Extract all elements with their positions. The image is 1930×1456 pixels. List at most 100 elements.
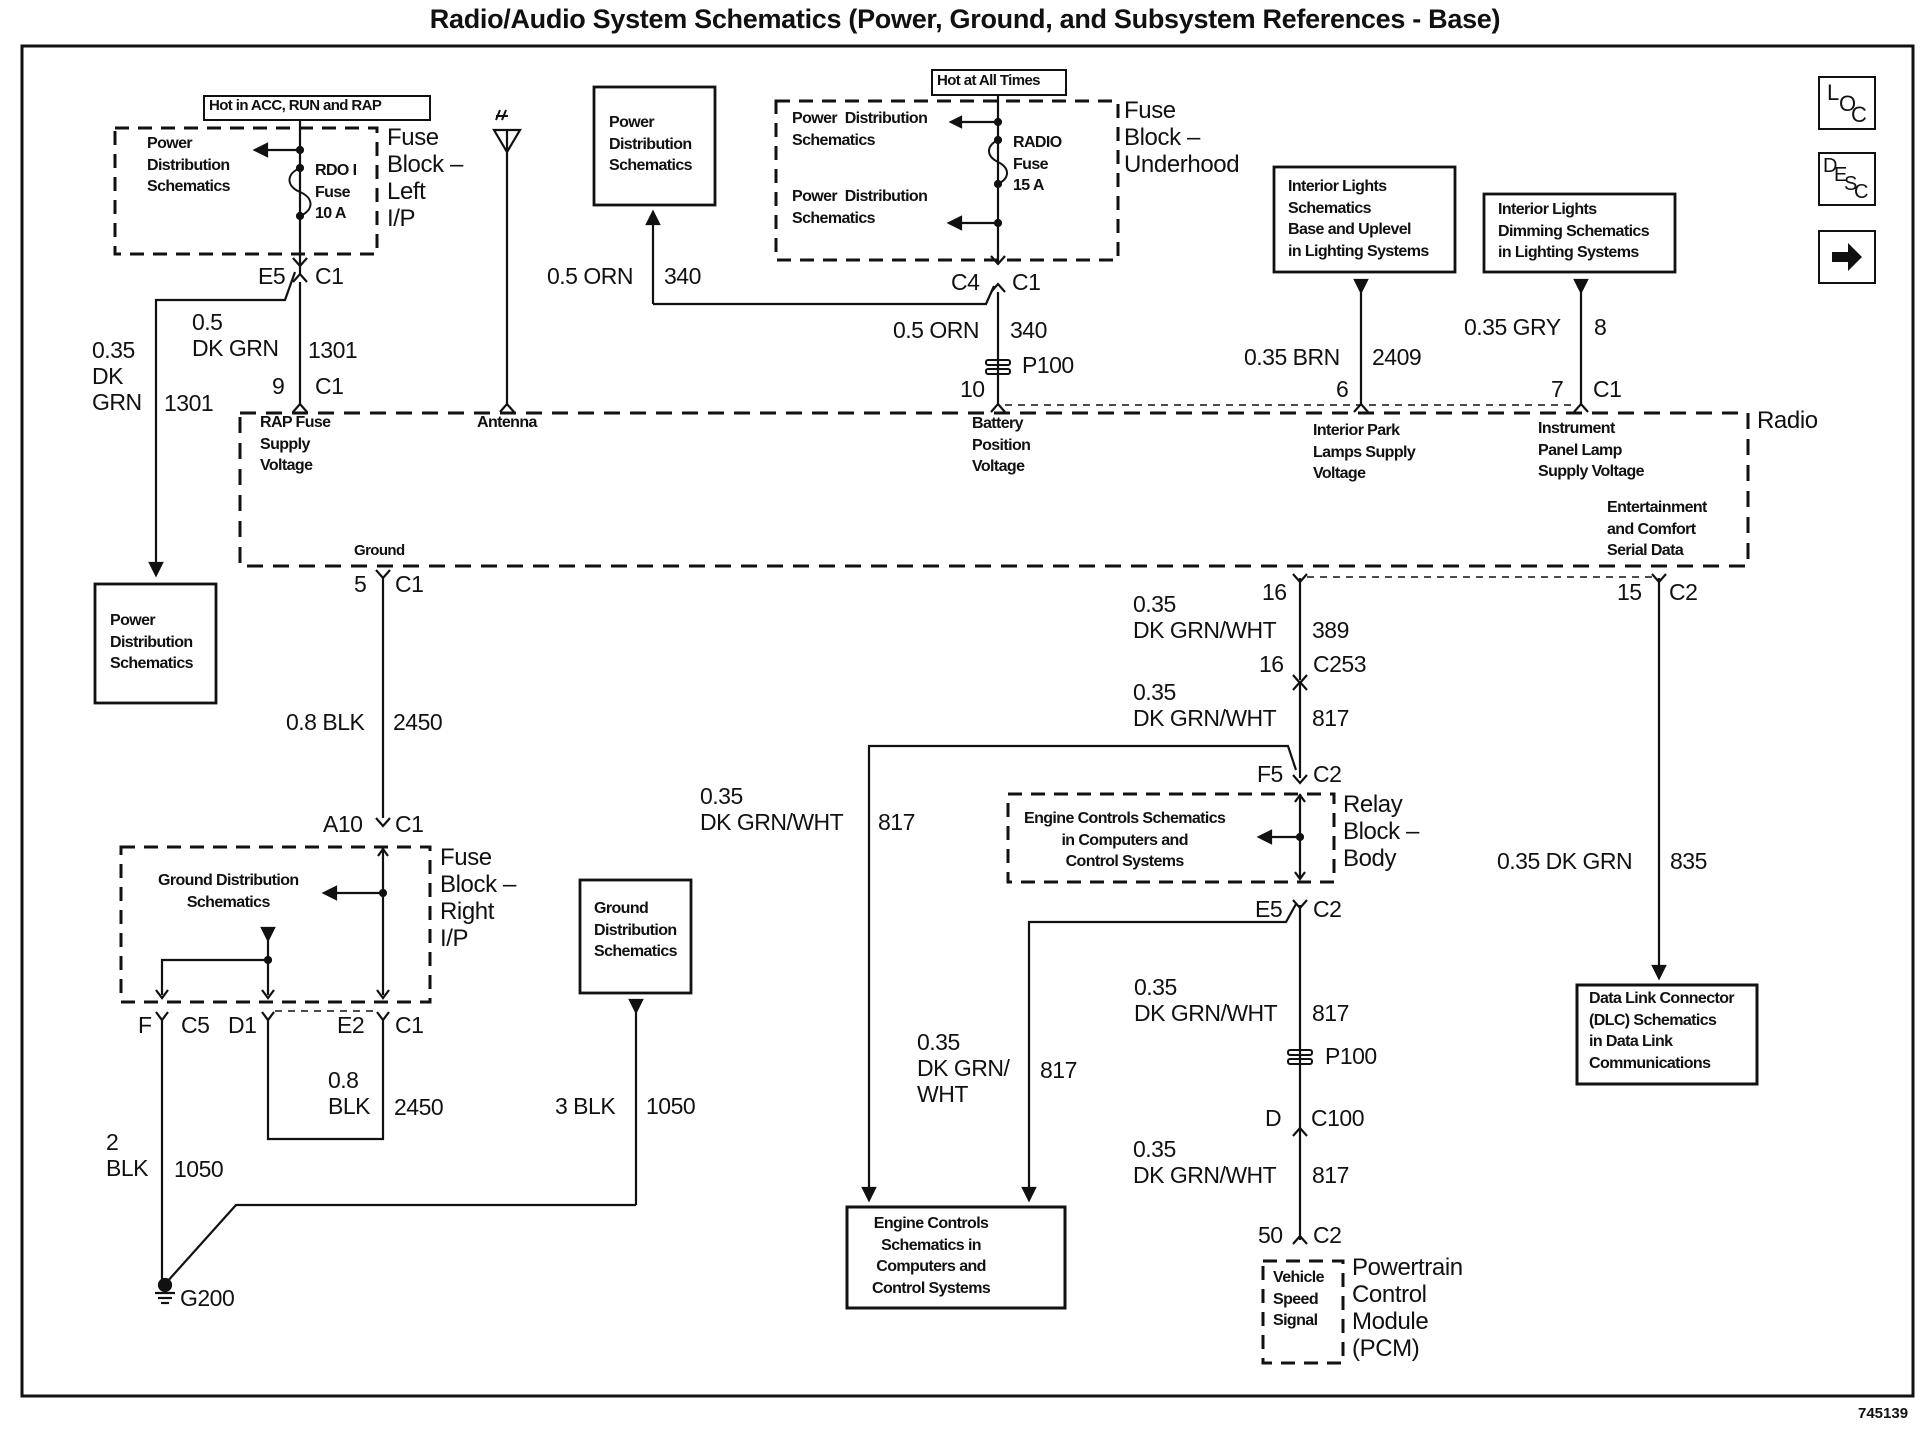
fuse-right-input-conn: C1 bbox=[395, 811, 424, 837]
wire-817-c-circuit: 817 bbox=[1040, 1057, 1077, 1083]
wire-2450-a-color: 0.8 BLK bbox=[286, 709, 365, 735]
wire-817-c-color: 0.35 DK GRN/ WHT bbox=[917, 1029, 1010, 1107]
wire-817-a-color: 0.35 DK GRN/WHT bbox=[1133, 679, 1277, 731]
wire-1301-a-circuit: 1301 bbox=[308, 337, 358, 363]
loc-button[interactable]: L O C bbox=[1818, 76, 1876, 130]
wire-8-circuit: 8 bbox=[1594, 314, 1607, 340]
fuse-right-gd-ref[interactable]: Ground Distribution Schematics bbox=[158, 872, 299, 911]
fuse-right-out-d1: D1 bbox=[228, 1012, 257, 1038]
engine-controls-ref[interactable]: Engine Controls Schematics in Computers … bbox=[872, 1215, 991, 1297]
hot-all-times-note: Hot at All Times bbox=[937, 72, 1041, 89]
pcm-outline bbox=[1261, 1259, 1345, 1365]
fuse-block-right-label: Fuse Block – Right I/P bbox=[440, 844, 516, 952]
radio-serial-pin-15: 15 bbox=[1617, 579, 1642, 605]
fuse-radio-label: RADIO Fuse 15 A bbox=[1013, 134, 1062, 195]
wire-1050-a-circuit: 1050 bbox=[174, 1156, 224, 1182]
figure-id: 745139 bbox=[1858, 1405, 1909, 1422]
right-arrow-icon bbox=[1832, 243, 1862, 271]
radio-terminal-antenna: Antenna bbox=[477, 414, 537, 431]
c100-pin: D bbox=[1265, 1105, 1282, 1131]
wire-389-color: 0.35 DK GRN/WHT bbox=[1133, 591, 1277, 643]
relay-in-pin: F5 bbox=[1257, 761, 1283, 787]
desc-button[interactable]: D E S C bbox=[1818, 152, 1876, 206]
fuse-block-underhood-outline bbox=[774, 99, 1120, 262]
wire-817-d-color: 0.35 DK GRN/WHT bbox=[1134, 974, 1278, 1026]
wire-2450-b-circuit: 2450 bbox=[394, 1094, 444, 1120]
pcm-pin: 50 bbox=[1258, 1222, 1283, 1248]
diagram-title: Radio/Audio System Schematics (Power, Gr… bbox=[429, 4, 1501, 34]
wire-340-b-circuit: 340 bbox=[1010, 317, 1047, 343]
radio-terminal-battery: Battery Position Voltage bbox=[972, 415, 1031, 476]
radio-pin-6: 6 bbox=[1336, 376, 1349, 402]
p100-top-symbol bbox=[985, 359, 1011, 375]
underhood-pd-ref-1[interactable]: Power Distribution Schematics bbox=[792, 110, 928, 149]
wire-8-color: 0.35 GRY bbox=[1464, 314, 1561, 340]
wire-817-b-circuit: 817 bbox=[878, 809, 915, 835]
radio-pin-7-conn: C1 bbox=[1593, 376, 1622, 402]
relay-out-pin: E5 bbox=[1255, 896, 1283, 922]
wire-1050-b-circuit: 1050 bbox=[646, 1093, 696, 1119]
wire-817-e-color: 0.35 DK GRN/WHT bbox=[1133, 1136, 1277, 1188]
underhood-connector-pin: C4 bbox=[951, 269, 980, 295]
radio-serial-pin-15-conn: C2 bbox=[1669, 579, 1698, 605]
c253-label: C253 bbox=[1313, 651, 1366, 677]
fuse-right-out-e2: E2 bbox=[337, 1012, 365, 1038]
interior-dimming-ref[interactable]: Interior Lights Dimming Schematics in Li… bbox=[1498, 201, 1650, 262]
wire-340-a-color: 0.5 ORN bbox=[547, 263, 633, 289]
wire-2409-circuit: 2409 bbox=[1372, 344, 1422, 370]
radio-label: Radio bbox=[1757, 407, 1818, 434]
wire-817-d-circuit: 817 bbox=[1312, 1000, 1349, 1026]
wire-1301-a-color: 0.5 DK GRN bbox=[192, 309, 279, 361]
wire-340-a-circuit: 340 bbox=[664, 263, 701, 289]
pcm-label: Powertrain Control Module (PCM) bbox=[1352, 1254, 1463, 1362]
ground-dist-ref[interactable]: Ground Distribution Schematics bbox=[594, 900, 678, 961]
radio-pin-9: 9 bbox=[272, 373, 285, 399]
fuse-left-connector-id: C1 bbox=[315, 263, 344, 289]
wire-835-color: 0.35 DK GRN bbox=[1497, 848, 1633, 874]
hot-acc-run-rap-note: Hot in ACC, RUN and RAP bbox=[209, 97, 382, 114]
relay-out-conn: C2 bbox=[1313, 896, 1342, 922]
radio-terminal-ground: Ground bbox=[354, 542, 405, 559]
relay-block-outline bbox=[1006, 792, 1336, 884]
radio-outline bbox=[238, 411, 1750, 568]
fuse-block-left-label: Fuse Block – Left I/P bbox=[387, 124, 463, 232]
wire-1050-a-color: 2 BLK bbox=[106, 1129, 148, 1181]
relay-engine-ref[interactable]: Engine Controls Schematics in Computers … bbox=[1024, 810, 1226, 871]
c100-label: C100 bbox=[1311, 1105, 1364, 1131]
relay-in-conn: C2 bbox=[1313, 761, 1342, 787]
ground-g200-label: G200 bbox=[180, 1285, 235, 1311]
wire-1301-b-circuit: 1301 bbox=[164, 390, 214, 416]
underhood-pd-ref-2[interactable]: Power Distribution Schematics bbox=[792, 188, 928, 227]
p100-top-label: P100 bbox=[1022, 352, 1074, 378]
fuse-rdo-label: RDO I Fuse 10 A bbox=[315, 162, 357, 223]
underhood-connector-id: C1 bbox=[1012, 269, 1041, 295]
fuse-right-out-f: F bbox=[138, 1012, 152, 1038]
wire-2409-color: 0.35 BRN bbox=[1244, 344, 1340, 370]
page-border bbox=[20, 44, 1915, 1398]
wire-1301-b-color: 0.35 DK GRN bbox=[92, 337, 142, 415]
radio-terminal-park-lamps: Interior Park Lamps Supply Voltage bbox=[1313, 422, 1416, 483]
radio-serial-pin-16: 16 bbox=[1262, 579, 1287, 605]
pd-left-ref[interactable]: Power Distribution Schematics bbox=[110, 612, 194, 673]
wire-835-circuit: 835 bbox=[1670, 848, 1707, 874]
wire-817-a-circuit: 817 bbox=[1312, 705, 1349, 731]
radio-pin-7: 7 bbox=[1551, 376, 1564, 402]
pd-top-ref[interactable]: Power Distribution Schematics bbox=[609, 114, 693, 175]
wire-2450-b-color: 0.8 BLK bbox=[328, 1067, 370, 1119]
pcm-conn: C2 bbox=[1313, 1222, 1342, 1248]
wire-817-e-circuit: 817 bbox=[1312, 1162, 1349, 1188]
wire-2450-a-circuit: 2450 bbox=[393, 709, 443, 735]
wire-389-circuit: 389 bbox=[1312, 617, 1349, 643]
next-button[interactable] bbox=[1818, 230, 1876, 284]
radio-pin-5: 5 bbox=[354, 571, 367, 597]
fuse-block-underhood-label: Fuse Block – Underhood bbox=[1124, 97, 1240, 178]
dlc-ref[interactable]: Data Link Connector (DLC) Schematics in … bbox=[1589, 990, 1735, 1072]
p100-bottom-symbol bbox=[1287, 1049, 1313, 1065]
interior-lights-ref[interactable]: Interior Lights Schematics Base and Uple… bbox=[1288, 178, 1429, 260]
radio-terminal-rap-fuse: RAP Fuse Supply Voltage bbox=[260, 414, 331, 475]
wire-340-b-color: 0.5 ORN bbox=[893, 317, 979, 343]
hot-acc-box bbox=[203, 95, 431, 121]
fuse-left-pd-ref[interactable]: Power Distribution Schematics bbox=[147, 135, 231, 196]
radio-terminal-serial-data: Entertainment and Comfort Serial Data bbox=[1607, 499, 1707, 560]
